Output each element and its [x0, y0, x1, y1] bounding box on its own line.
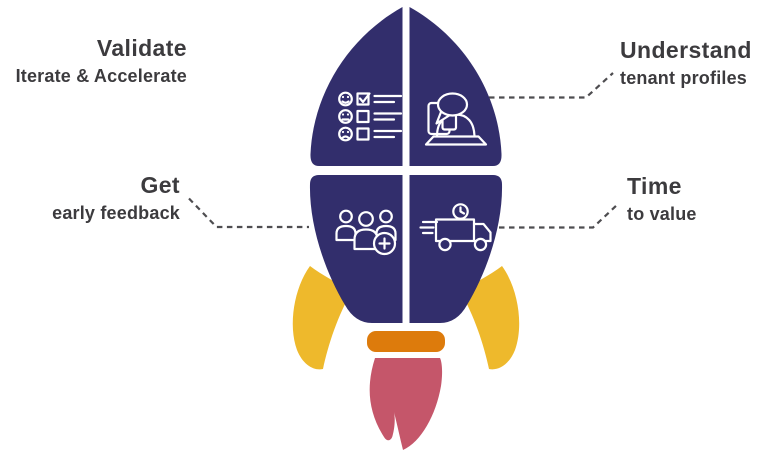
label-time: Time to value [627, 172, 697, 226]
validate-subtitle: Iterate & Accelerate [15, 66, 187, 86]
rocket-right-fin [460, 266, 520, 370]
time-title: Time [627, 173, 682, 199]
rocket-quadrant-top-left [310, 7, 403, 166]
connector-line-understand [489, 72, 614, 99]
rocket-quadrant-top-right [409, 7, 502, 166]
rocket-left-fin [292, 266, 352, 370]
rocket-quadrant-bottom-right [409, 175, 503, 323]
label-get: Get early feedback [52, 171, 180, 225]
understand-title: Understand [620, 37, 752, 63]
connector-line-get [188, 197, 309, 229]
connector-line-time [499, 202, 620, 229]
customer-feedback-thumbs-up-icon [424, 92, 488, 146]
team-add-user-icon [335, 209, 397, 256]
label-validate: Validate Iterate & Accelerate [16, 34, 187, 88]
delivery-truck-clock-icon [419, 203, 492, 252]
time-subtitle: to value [627, 204, 697, 224]
rocket-nozzle-band [367, 331, 445, 352]
rocket-flame [369, 358, 443, 450]
get-title: Get [140, 172, 180, 198]
validate-title: Validate [96, 35, 187, 61]
label-understand: Understand tenant profiles [620, 36, 752, 90]
survey-rating-icon [338, 91, 403, 142]
understand-subtitle: tenant profiles [620, 68, 748, 88]
get-subtitle: early feedback [52, 203, 180, 223]
